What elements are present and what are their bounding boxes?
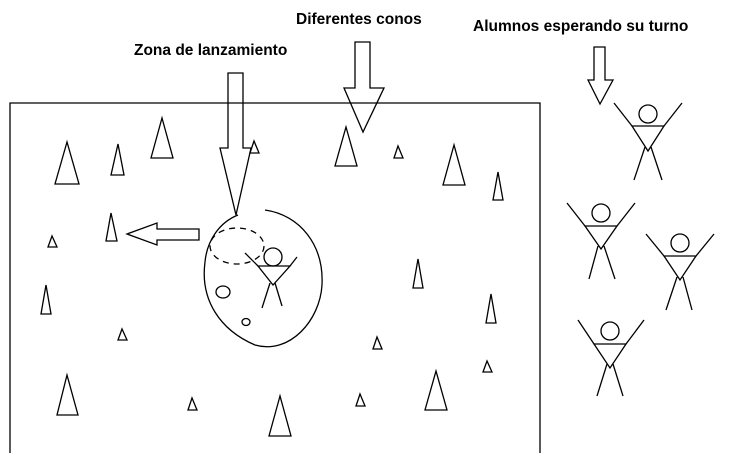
label-cones: Diferentes conos [296,11,422,28]
waiting-arrow-icon [586,46,615,106]
cone-icon [54,139,80,185]
cone-icon [187,396,198,411]
student-figure-icon [577,319,645,397]
throw-direction-arrow-icon [125,222,200,246]
cone-icon [412,258,424,289]
cone-icon [492,171,504,201]
cone-icon [105,212,118,242]
student-figure-icon [613,102,683,181]
cone-icon [442,142,466,186]
cone-icon [56,372,79,416]
student-figure-icon [645,233,715,311]
cone-icon [268,393,292,437]
cones-arrow-icon [343,41,386,134]
cone-icon [334,124,358,167]
cone-icon [150,115,174,159]
cone-icon [482,359,494,373]
cone-icon [424,368,448,411]
launch-zone-arrow-icon [219,72,252,216]
launch-zone-circle [203,209,323,348]
cones-layer [40,115,504,437]
cone-icon [249,139,260,154]
thrower-figure-icon [244,247,298,309]
cone-icon [372,335,383,350]
cone-icon [393,144,404,159]
cone-icon [110,143,125,176]
label-waiting-students: Alumnos esperando su turno [473,18,689,35]
label-launch-zone: Zona de lanzamiento [134,42,288,59]
student-figure-icon [566,202,636,280]
field-border [9,102,541,453]
cone-icon [40,284,52,315]
cone-icon [47,234,59,248]
cone-icon [485,293,497,324]
cone-icon [117,327,129,341]
cone-icon [355,392,366,407]
